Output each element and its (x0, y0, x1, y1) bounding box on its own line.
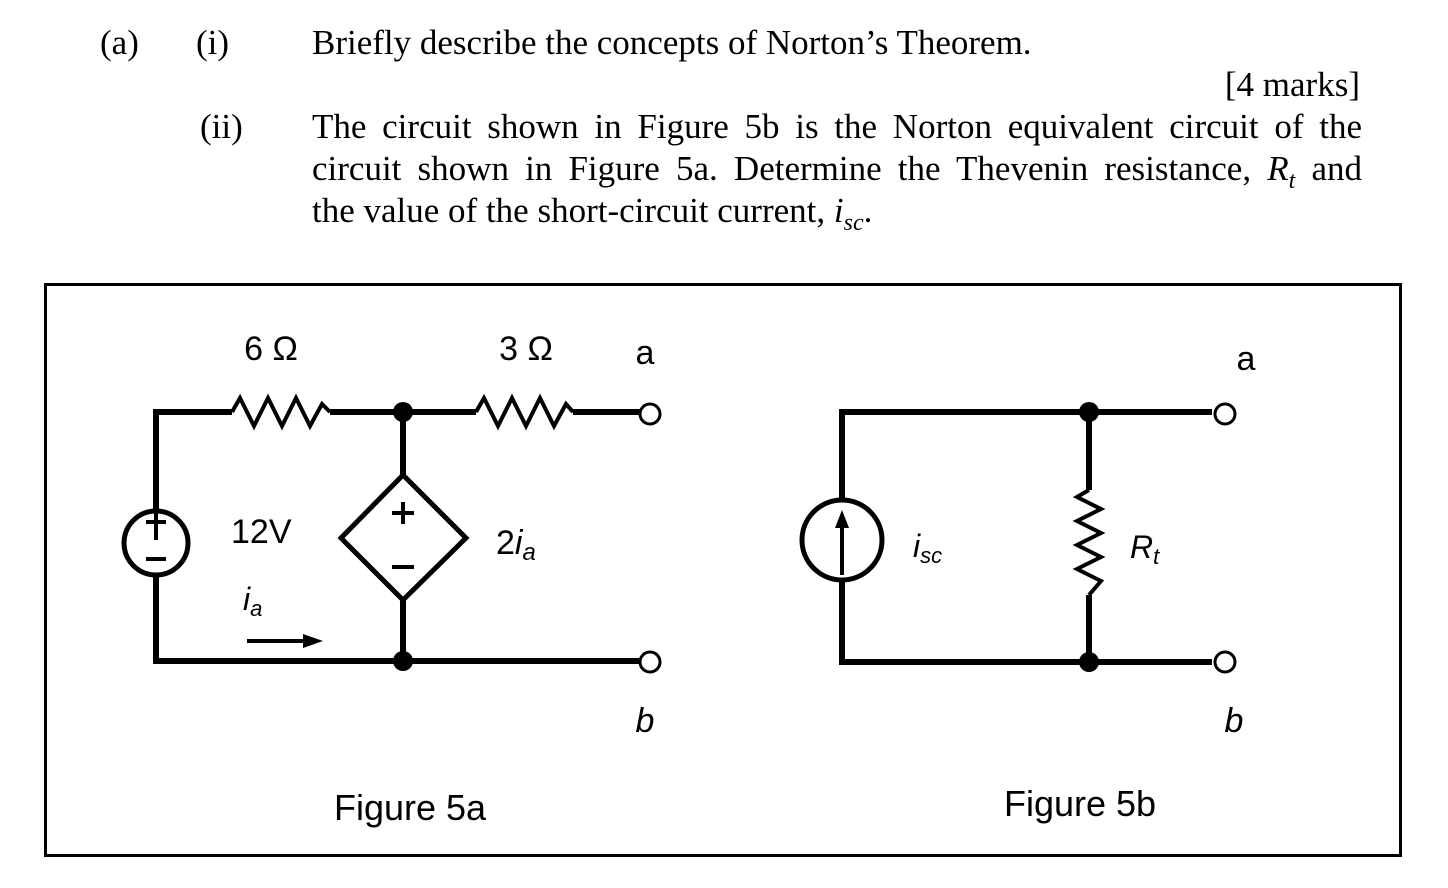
voltage-source-12v (121, 508, 191, 578)
figure-5b-circuit (799, 402, 1237, 674)
line-3-text: the value of the short-circuit current, (312, 191, 826, 230)
figure-5b-caption: Figure 5b (1004, 783, 1156, 824)
source-voltage-label: 12V (231, 513, 292, 551)
isc-label: isc (913, 528, 942, 568)
current-source-isc (799, 497, 885, 583)
terminal-b-label: b (1225, 702, 1244, 740)
line-2-tail: and (1311, 149, 1363, 188)
part-label: (a) (100, 23, 139, 62)
junction-dot (393, 402, 413, 422)
subpart-i-text: Briefly describe the concepts of Norton’… (312, 23, 1032, 62)
rt-sub: t (1153, 544, 1160, 569)
dependent-source-sub: a (522, 539, 535, 566)
dependent-source-label: 2ia (496, 524, 536, 566)
dependent-source-var: i (515, 524, 524, 562)
line-2-text: circuit shown in Figure 5a. Determine th… (312, 149, 1252, 188)
figure-box: 6 Ω 3 Ω a b 12V 2ia ia Figure 5a a b isc… (44, 283, 1402, 857)
figure-5a-circuit (121, 393, 662, 674)
marks-label: [4 marks] (1224, 65, 1360, 104)
junction-dot (393, 651, 413, 671)
subpart-ii-line-1: The circuit shown in Figure 5b is the No… (312, 107, 1362, 146)
terminal-b-label: b (636, 702, 655, 740)
figure-5a-wires (153, 409, 640, 664)
current-ia-sub: a (250, 596, 262, 621)
figure-5b-wires (839, 409, 1212, 665)
subpart-ii-line-2: circuit shown in Figure 5a. Determine th… (312, 148, 1363, 194)
current-arrow-icon (247, 634, 323, 648)
thevenin-resistance-subscript: t (1288, 168, 1296, 194)
subpart-ii-label: (ii) (200, 107, 243, 146)
terminal-a-label: a (1237, 340, 1256, 378)
resistor-3-ohm (474, 393, 575, 431)
terminal-b (1213, 650, 1237, 674)
subpart-i-label: (i) (196, 23, 230, 62)
terminal-a-label: a (636, 334, 655, 372)
junction-dot (1079, 402, 1099, 422)
terminal-a (1213, 402, 1237, 426)
source-voltage-value: 12V (231, 513, 292, 551)
resistor-3-ohm-label: 3 Ω (499, 330, 553, 368)
resistor-6-ohm-label: 6 Ω (244, 330, 298, 368)
dependent-source-coef: 2 (496, 524, 515, 562)
rt-var: R (1130, 529, 1153, 565)
subpart-ii-text: The circuit shown in Figure 5b is the No… (312, 106, 1363, 236)
subpart-ii-line-3: the value of the short-circuit current, … (312, 190, 1362, 236)
junction-dot (1079, 652, 1099, 672)
dependent-voltage-source (337, 471, 470, 604)
resistor-rt (1072, 488, 1106, 597)
rt-label: Rt (1130, 529, 1160, 569)
current-ia-var: i (243, 581, 251, 617)
short-circuit-current-symbol: i (833, 191, 844, 230)
terminal-b (638, 650, 662, 674)
circuit-figures: 6 Ω 3 Ω a b 12V 2ia ia Figure 5a a b isc… (121, 330, 1256, 828)
short-circuit-current-subscript: sc (843, 210, 864, 236)
isc-var: i (913, 528, 921, 564)
isc-sub: sc (920, 543, 942, 568)
line-3-tail: . (863, 191, 873, 230)
resistor-6-ohm (230, 393, 332, 431)
terminal-a (638, 402, 662, 426)
figure-5a-caption: Figure 5a (334, 787, 487, 828)
current-ia-label: ia (243, 581, 262, 621)
thevenin-resistance-symbol: R (1267, 149, 1289, 188)
